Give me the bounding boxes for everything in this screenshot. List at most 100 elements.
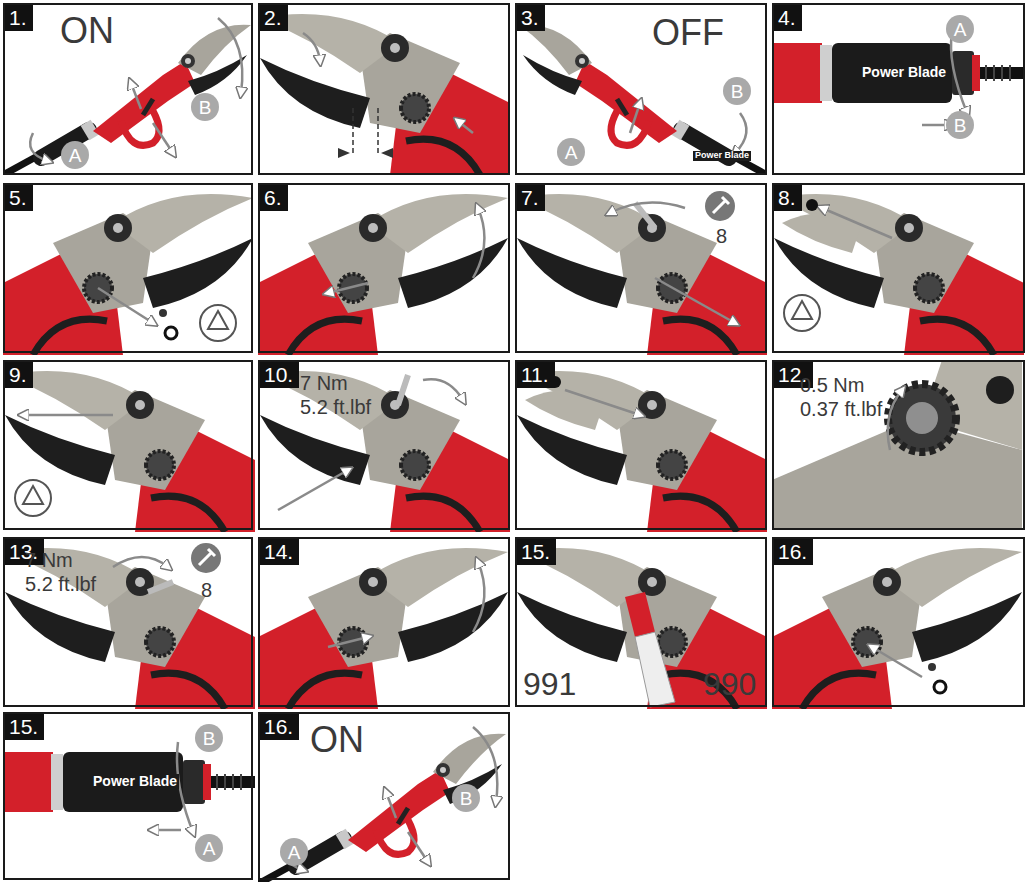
step-panel: 15.Power BladeBA [3,712,253,880]
insert-arrow [872,647,922,677]
gear [888,384,956,452]
hex-key [635,203,655,228]
step-panel: 16. [772,537,1025,707]
step-panel: 15. 991 990 [515,537,767,707]
remove-arrow [98,288,153,323]
press-arrow [408,832,428,862]
step-letter-circle: A [557,138,585,166]
step-number: 4. [774,5,802,31]
step-letter-circle: A [280,838,308,866]
step-panel: 6. [258,183,510,353]
pruner-head [258,194,508,355]
step-number: 15. [517,539,556,565]
step-number: 1. [5,5,33,31]
turn-arrow [177,742,193,832]
brand-label: Power Blade [693,151,751,161]
step-number: 5. [5,185,33,211]
step-number: 10. [260,362,299,388]
panel-label: 991 [523,667,576,702]
step-letter: A [565,143,578,162]
step-letter: B [954,116,967,135]
step-panel: 1.ONAB [3,3,253,175]
panel-label: 5.2 ft.lbf [25,573,96,595]
turn-arrow [888,390,902,450]
open-arrow [473,208,484,278]
pruner-head [517,371,767,532]
step-panel: 13.7 Nm5.2 ft.lbf8 [3,537,253,707]
panel-label: 0.37 ft.lbf [800,398,882,420]
recycle-icon [15,480,51,516]
step-letter: A [954,20,967,39]
step-letter-circle: B [452,784,480,812]
step-letter-circle: A [195,834,223,862]
panel-art [258,548,508,709]
step-letter: A [203,839,216,858]
press-arrow [153,123,173,153]
pruner-head [517,548,767,709]
panel-art [772,548,1022,709]
insert-arrow [565,390,640,415]
step-letter: B [731,82,744,101]
step-letter: B [199,98,212,117]
remove-arrow [822,208,892,238]
step-number: 6. [260,185,288,211]
close-arrow [303,33,320,61]
push-arrow [153,829,181,832]
hex-key [398,375,408,405]
hex-key [148,582,173,592]
step-panel: 9. [3,360,253,530]
pruner-head [260,14,510,175]
panel-art [260,14,510,175]
pruner-head [5,371,255,532]
panel-art [517,191,767,355]
turn-arrow [30,133,48,161]
press-arrow [131,83,141,109]
panel-label: 990 [703,667,756,702]
step-panel: 10.7 Nm5.2 ft.lbf [258,360,510,530]
alignment-marks [338,148,393,158]
pruner-head [5,548,255,709]
pruner-head [258,548,508,709]
recycle-triangle [208,311,228,329]
step-panel: 11. [515,360,767,530]
pruner-head [774,194,1024,355]
pruner-head [260,371,510,532]
turn-arrow [113,557,168,567]
panel-label: 8 [716,225,727,247]
press-arrow [386,792,396,818]
panel-art [3,742,255,832]
pruner-head [772,548,1022,709]
step-number: 3. [517,5,545,31]
pruner-head [517,194,767,355]
recycle-icon [200,305,236,341]
connector [3,752,255,812]
wrench-glyph [713,197,729,213]
panel-label: 0.5 Nm [800,374,864,396]
step-number: 7. [517,185,545,211]
recycle-icon [784,295,820,331]
step-number: 14. [260,539,299,565]
step-panel: 16.ONAB [258,712,510,880]
new-blade [525,390,605,430]
step-panel: 3.OFFPower BladeAB [515,3,767,175]
brand-label: Power Blade [91,774,179,789]
screw [928,663,936,671]
circlip [165,327,177,339]
step-panel: 8. [772,183,1025,353]
alignment-lines [353,108,378,153]
step-panel: 12.0.5 Nm0.37 ft.lbf [772,360,1025,530]
nut [806,199,818,211]
panel-label: 8 [201,579,212,601]
wrench-icon [191,543,221,573]
circlip [934,681,946,693]
turn-arrow [735,113,746,153]
turn-arrow [951,33,967,113]
step-panel: 2. [258,3,510,175]
pruner [258,734,506,882]
step-number: 16. [260,714,299,740]
close-arrow [473,562,484,632]
panel-art [3,18,251,175]
panel-art [258,727,506,882]
step-letter-circle: B [723,77,751,105]
pruner [519,25,767,175]
